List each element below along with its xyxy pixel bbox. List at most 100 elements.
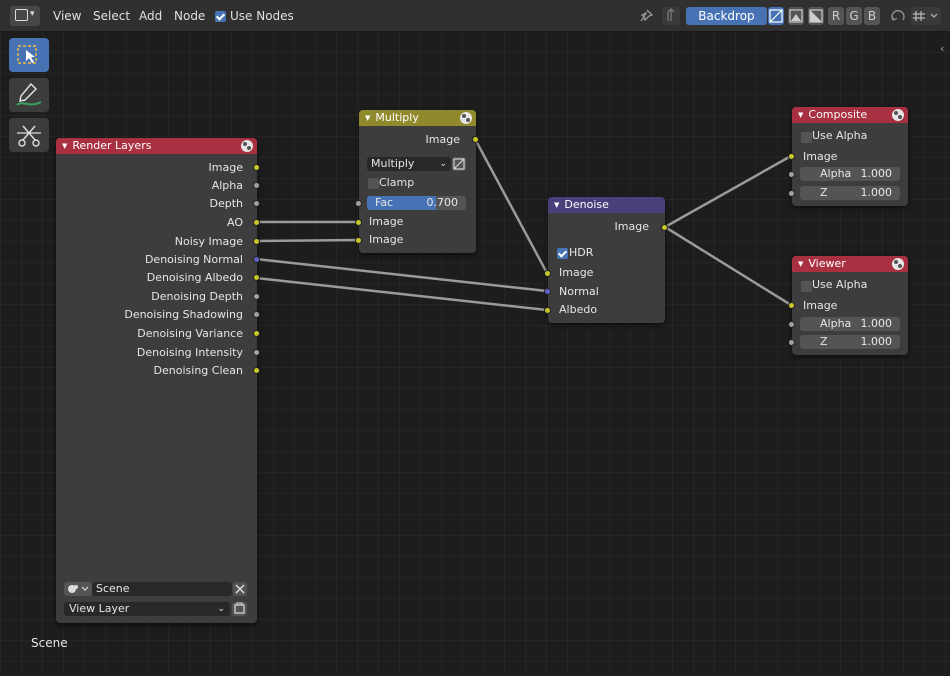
input-socket-normal[interactable] (544, 288, 551, 295)
sidebar-toggle-icon[interactable]: ‹ (940, 42, 945, 55)
hdr-label[interactable]: HDR (569, 246, 594, 259)
alpha-label: Alpha (820, 317, 852, 330)
z-label: Z (820, 186, 828, 199)
scene-unlink-button[interactable] (233, 582, 247, 596)
hdr-checkbox[interactable] (557, 248, 568, 259)
output-socket-noisy-image[interactable] (253, 238, 260, 245)
output-socket-denoising-depth[interactable] (253, 293, 260, 300)
composite-header[interactable]: ▼Composite (792, 107, 908, 123)
channel-alpha-button[interactable] (808, 7, 824, 25)
collapse-triangle-icon[interactable]: ▼ (365, 114, 371, 122)
preview-toggle-icon[interactable] (892, 109, 904, 121)
link-denoise-to-viewer[interactable] (664, 225, 792, 307)
clamp-label[interactable]: Clamp (379, 176, 415, 189)
collapse-triangle-icon[interactable]: ▼ (554, 201, 560, 209)
preview-toggle-icon[interactable] (460, 112, 472, 124)
preview-toggle-icon[interactable] (241, 140, 253, 152)
input-socket-image[interactable] (788, 302, 795, 309)
output-socket-denoising-shadowing[interactable] (253, 311, 260, 318)
z-field[interactable]: Z 1.000 (800, 186, 900, 200)
channel-color-button[interactable] (788, 7, 804, 25)
output-socket-image[interactable] (661, 224, 668, 231)
editor-type-dropdown[interactable]: ▾ (10, 6, 40, 26)
input-socket-image-1[interactable] (355, 219, 362, 226)
collapse-triangle-icon[interactable]: ▼ (62, 142, 68, 150)
output-socket-denoising-albedo[interactable] (253, 274, 260, 281)
output-socket-ao[interactable] (253, 219, 260, 226)
use-alpha-toggle[interactable] (452, 157, 466, 171)
output-socket-denoising-normal[interactable] (253, 256, 260, 263)
menu-select[interactable]: Select (93, 9, 131, 23)
pin-icon[interactable] (638, 8, 654, 24)
channel-red-button[interactable]: R (828, 7, 844, 25)
output-socket-alpha[interactable] (253, 182, 260, 189)
input-socket-image[interactable] (544, 270, 551, 277)
select-box-tool[interactable] (9, 38, 49, 72)
channel-color-alpha-button[interactable] (768, 7, 784, 25)
menu-view[interactable]: View (53, 9, 82, 23)
output-socket-denoising-intensity[interactable] (253, 349, 260, 356)
menu-add[interactable]: Add (139, 9, 163, 23)
output-socket-image[interactable] (472, 136, 479, 143)
link-multiply-to-denoise-image[interactable] (473, 138, 549, 274)
use-nodes-label[interactable]: Use Nodes (230, 9, 294, 23)
output-socket-depth[interactable] (253, 200, 260, 207)
blend-mode-dropdown[interactable]: Multiply ⌄ (367, 157, 451, 171)
render-layer-button[interactable] (232, 602, 247, 616)
output-socket-image[interactable] (253, 164, 260, 171)
fac-slider[interactable]: Fac 0.700 (367, 196, 466, 210)
menu-node[interactable]: Node (174, 9, 206, 23)
alpha-field[interactable]: Alpha 1.000 (800, 167, 900, 181)
use-alpha-label[interactable]: Use Alpha (812, 278, 868, 291)
input-socket-image-2[interactable] (355, 237, 362, 244)
auto-offset-icon[interactable] (889, 8, 907, 24)
chevron-down-icon: ⌄ (217, 604, 225, 614)
snap-dropdown[interactable] (911, 7, 941, 25)
input-socket-image[interactable] (788, 153, 795, 160)
use-alpha-checkbox[interactable] (801, 132, 812, 143)
channel-blue-button[interactable]: B (864, 7, 880, 25)
output-label-denoising-albedo: Denoising Albedo (146, 271, 243, 284)
multiply-header[interactable]: ▼Multiply (359, 110, 476, 126)
link-denoise-to-composite[interactable] (664, 154, 792, 229)
viewer-node[interactable]: ▼Viewer Use Alpha Image Alpha 1.000 Z 1.… (788, 256, 908, 355)
parent-node-tree-button[interactable] (662, 7, 680, 25)
channel-green-button[interactable]: G (846, 7, 862, 25)
scene-name-field[interactable]: Scene (92, 582, 232, 596)
backdrop-toggle[interactable]: Backdrop (686, 7, 767, 25)
composite-node[interactable]: ▼Composite Use Alpha Image Alpha 1.000 Z… (788, 107, 908, 206)
scene-browse-button[interactable] (64, 582, 92, 596)
view-layer-dropdown[interactable]: View Layer ⌄ (64, 602, 230, 616)
preview-toggle-icon[interactable] (892, 258, 904, 270)
annotate-tool[interactable] (9, 78, 49, 112)
use-nodes-checkbox[interactable] (215, 11, 226, 22)
alpha-value: 1.000 (860, 317, 893, 330)
input-socket-z[interactable] (788, 339, 795, 346)
cut-links-tool[interactable] (9, 118, 49, 152)
link-normal-to-denoise[interactable] (255, 257, 548, 293)
collapse-triangle-icon[interactable]: ▼ (798, 260, 804, 268)
node-title: Viewer (808, 257, 846, 270)
image-rgb-icon (789, 9, 803, 23)
output-socket-denoising-clean[interactable] (253, 367, 260, 374)
render-layers-node[interactable]: ▼Render Layers Image Alpha Depth AO Nois… (56, 138, 260, 623)
output-socket-denoising-variance[interactable] (253, 330, 260, 337)
use-alpha-checkbox[interactable] (801, 281, 812, 292)
render-layers-header[interactable]: ▼Render Layers (56, 138, 257, 154)
clamp-checkbox[interactable] (368, 178, 379, 189)
input-socket-albedo[interactable] (544, 307, 551, 314)
denoise-header[interactable]: ▼Denoise (548, 197, 665, 213)
z-field[interactable]: Z 1.000 (800, 335, 900, 349)
viewer-header[interactable]: ▼ Viewer (792, 256, 908, 272)
input-socket-z[interactable] (788, 190, 795, 197)
link-noisy-image-to-multiply-image2[interactable] (255, 238, 359, 243)
input-socket-alpha[interactable] (788, 321, 795, 328)
denoise-node[interactable]: ▼Denoise Image HDR Image Normal Albedo (544, 197, 668, 323)
alpha-field[interactable]: Alpha 1.000 (800, 317, 900, 331)
use-alpha-label[interactable]: Use Alpha (812, 129, 868, 142)
collapse-triangle-icon[interactable]: ▼ (798, 111, 804, 119)
link-albedo-to-denoise[interactable] (255, 276, 548, 312)
input-socket-fac[interactable] (355, 200, 362, 207)
input-socket-alpha[interactable] (788, 171, 795, 178)
multiply-node[interactable]: ▼Multiply Image Multiply ⌄ Clamp Fac 0.7… (355, 110, 479, 253)
